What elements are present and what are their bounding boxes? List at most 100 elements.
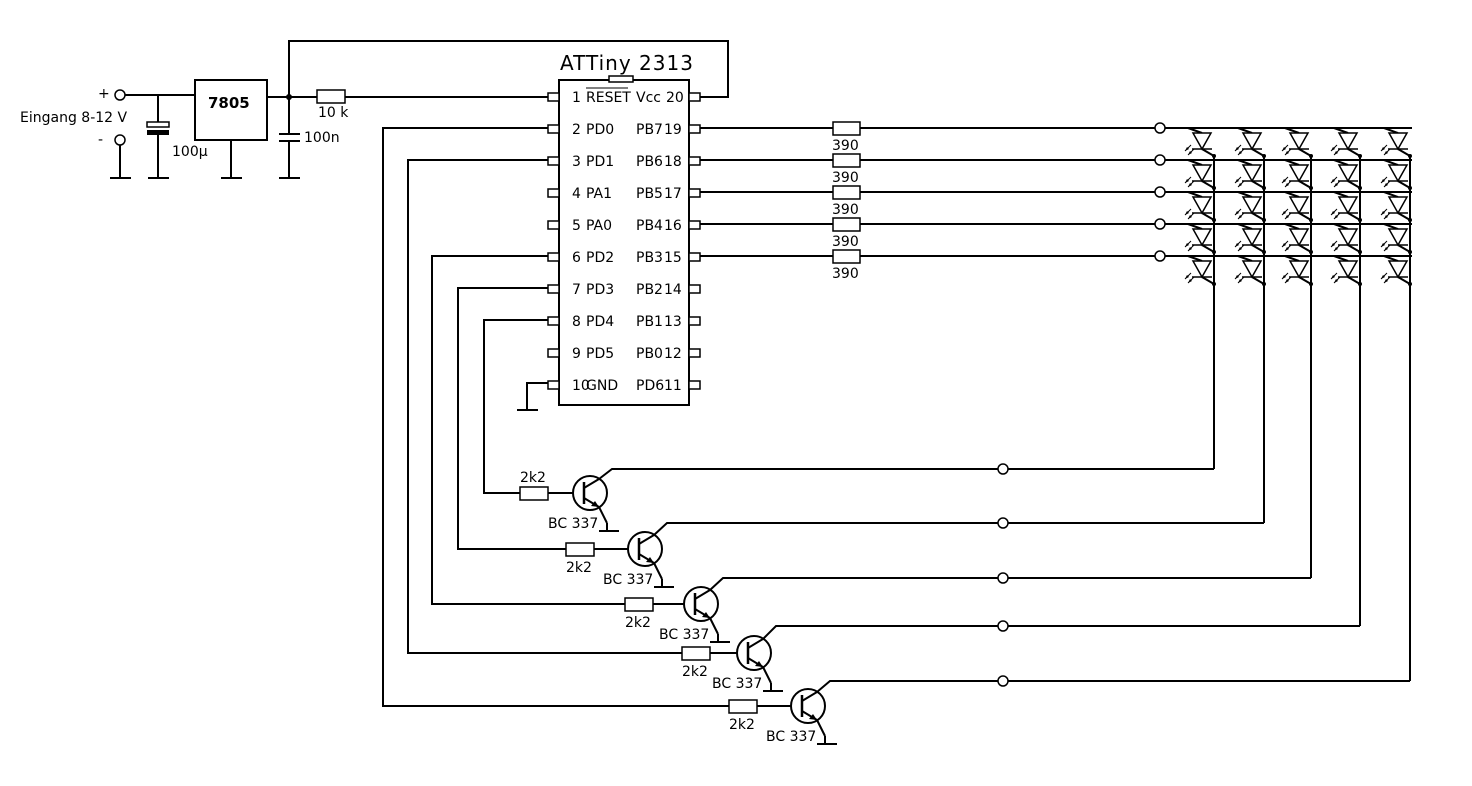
elko-value: 100µ bbox=[172, 144, 208, 160]
pin-9 bbox=[547, 348, 560, 358]
pin-name: PB4 bbox=[636, 218, 663, 234]
pin-7 bbox=[547, 284, 560, 294]
input-voltage-label: Eingang 8-12 V bbox=[20, 110, 128, 126]
base-resistor bbox=[565, 542, 595, 557]
transistor-label: BC 337 bbox=[603, 572, 653, 588]
led-anode-wire bbox=[1237, 159, 1253, 166]
led-cathode-wire bbox=[1397, 276, 1411, 285]
base-resistor-value: 2k2 bbox=[625, 615, 651, 631]
led-cathode-wire bbox=[1298, 212, 1312, 221]
pin-number: 1 bbox=[572, 90, 581, 106]
led-cathode-wire bbox=[1201, 148, 1215, 157]
collector-wire bbox=[598, 468, 998, 480]
base-wire bbox=[431, 255, 625, 605]
led-anode-wire bbox=[1237, 223, 1253, 230]
ic-body bbox=[558, 79, 690, 406]
base-resistor-value: 2k2 bbox=[729, 717, 755, 733]
led-cathode-wire bbox=[1201, 212, 1215, 221]
pin-number: 9 bbox=[572, 346, 581, 362]
led-cathode-wire bbox=[1251, 212, 1265, 221]
led-anode-wire bbox=[1237, 127, 1253, 134]
power-supply: + - Eingang 8-12 V 100µ 7805 1 bbox=[20, 40, 729, 179]
transistor bbox=[735, 634, 773, 672]
led-cathode-wire bbox=[1251, 180, 1265, 189]
led-cathode-wire bbox=[1251, 276, 1265, 285]
pin-6 bbox=[547, 252, 560, 262]
emitter-wire bbox=[816, 719, 826, 737]
pin-name: PD2 bbox=[586, 250, 614, 266]
base-resistor-value: 2k2 bbox=[566, 560, 592, 576]
row-resistor bbox=[832, 249, 861, 264]
pin-name: RESET bbox=[586, 90, 631, 106]
led-cathode-wire bbox=[1397, 180, 1411, 189]
pin-name: PB5 bbox=[636, 186, 663, 202]
led-anode-wire bbox=[1284, 159, 1300, 166]
pin-number: 20 bbox=[666, 90, 684, 106]
led-cathode-wire bbox=[1201, 244, 1215, 253]
led-cathode-wire bbox=[1347, 244, 1361, 253]
ceramic-capacitor: 100n bbox=[279, 97, 340, 179]
led-cathode-wire bbox=[1397, 148, 1411, 157]
transistor-label: BC 337 bbox=[766, 729, 816, 745]
pin-number: 8 bbox=[572, 314, 581, 330]
led-cathode-wire bbox=[1251, 148, 1265, 157]
pin-4 bbox=[547, 188, 560, 198]
pin-3 bbox=[547, 156, 560, 166]
pin-name: PD0 bbox=[586, 122, 614, 138]
pin-number: 6 bbox=[572, 250, 581, 266]
row-terminal bbox=[1154, 186, 1166, 198]
pin-number: 7 bbox=[572, 282, 581, 298]
pin-name: PB2 bbox=[636, 282, 663, 298]
pin-number: 5 bbox=[572, 218, 581, 234]
pin-name: PB0 bbox=[636, 346, 663, 362]
collector-wire bbox=[816, 680, 998, 693]
column-terminal bbox=[997, 463, 1009, 475]
pin-name: PB7 bbox=[636, 122, 663, 138]
emitter-wire bbox=[709, 617, 719, 635]
voltage-regulator bbox=[194, 79, 268, 141]
pin-name: PA0 bbox=[586, 218, 612, 234]
pin-16 bbox=[688, 220, 701, 230]
minus-label: - bbox=[98, 132, 103, 148]
pin-name: GND bbox=[586, 378, 618, 394]
pin-number: 10 bbox=[572, 378, 590, 394]
led-anode-wire bbox=[1333, 159, 1349, 166]
pin-name: PD4 bbox=[586, 314, 614, 330]
led-anode-wire bbox=[1383, 159, 1399, 166]
row-resistor bbox=[832, 217, 861, 232]
row-resistor bbox=[832, 121, 861, 136]
row-resistor-value: 390 bbox=[832, 138, 859, 154]
transistor bbox=[626, 530, 664, 568]
pin-name: PA1 bbox=[586, 186, 612, 202]
row-resistor-value: 390 bbox=[832, 170, 859, 186]
pin-name: PB3 bbox=[636, 250, 663, 266]
led-anode-wire bbox=[1187, 127, 1203, 134]
pin-number: 14 bbox=[664, 282, 682, 298]
transistor-label: BC 337 bbox=[659, 627, 709, 643]
reset-resistor-value: 10 k bbox=[318, 105, 349, 121]
pin-name: PD3 bbox=[586, 282, 614, 298]
pin-name: PD6 bbox=[636, 378, 664, 394]
emitter-wire bbox=[762, 666, 772, 684]
led-anode-wire bbox=[1333, 223, 1349, 230]
led-anode-wire bbox=[1383, 223, 1399, 230]
base-resistor-value: 2k2 bbox=[520, 470, 546, 486]
pin-number: 15 bbox=[664, 250, 682, 266]
collector-wire bbox=[762, 625, 998, 640]
pin-17 bbox=[688, 188, 701, 198]
electrolytic-capacitor: 100µ bbox=[146, 95, 208, 179]
pin-12 bbox=[688, 348, 701, 358]
led-anode-wire bbox=[1284, 255, 1300, 262]
pin-number: 13 bbox=[664, 314, 682, 330]
led-anode-wire bbox=[1333, 127, 1349, 134]
emitter-wire bbox=[653, 562, 663, 580]
base-wire bbox=[457, 287, 566, 550]
pin-number: 11 bbox=[664, 378, 682, 394]
pin-19 bbox=[688, 124, 701, 134]
led-cathode-wire bbox=[1298, 180, 1312, 189]
led-anode-wire bbox=[1187, 223, 1203, 230]
